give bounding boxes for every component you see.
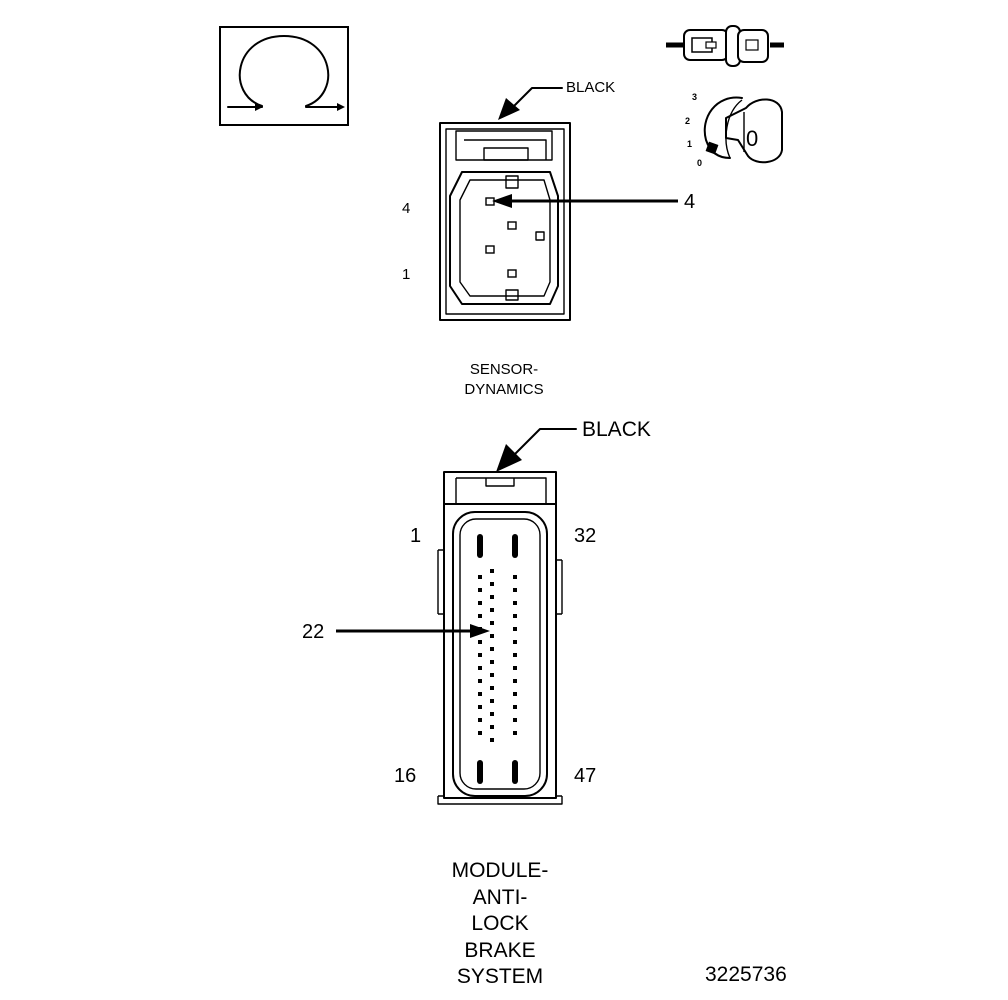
sensor-cavity-3 [507, 221, 517, 230]
abs-title-line: ANTI- [472, 885, 528, 909]
abs-module-connector: BLACK [302, 418, 651, 805]
abs-terminal-1 [477, 534, 483, 558]
key-scale-1: 1 [687, 139, 692, 149]
abs-color-label: BLACK [582, 418, 651, 441]
inline-connector-icon [666, 25, 784, 67]
abs-title-line: LOCK [471, 912, 529, 935]
key-position-value: 0 [746, 126, 758, 151]
key-scale-2: 2 [685, 116, 690, 126]
abs-terminal-32 [512, 534, 518, 558]
key-scale-3: 3 [692, 92, 697, 102]
sensor-cavity-4 [485, 197, 495, 206]
abs-terminal-47 [512, 760, 518, 784]
abs-corner-47: 47 [574, 765, 596, 787]
sensor-title-line: DYNAMICS [464, 381, 544, 398]
abs-callout-label: 22 [302, 621, 324, 643]
ignition-key-icon: 3 2 1 0 0 [685, 92, 783, 168]
sensor-callout-label: 4 [684, 191, 695, 213]
abs-corner-32: 32 [574, 525, 596, 547]
abs-title-line: BRAKE [464, 938, 536, 962]
omega-loop-icon [219, 26, 349, 126]
abs-terminal-16 [477, 760, 483, 784]
figure-number: 3225736 [705, 963, 787, 986]
abs-corner-1: 1 [410, 525, 421, 547]
abs-title-line: SYSTEM [456, 965, 544, 988]
sensor-title-line: SENSOR- [469, 361, 539, 378]
sensor-cavity-label-top: 4 [402, 200, 410, 217]
abs-title-line: MODULE- [451, 859, 549, 882]
abs-pin-column-right [513, 575, 517, 735]
sensor-color-label: BLACK [566, 79, 615, 96]
sensor-cavity-2 [485, 245, 495, 254]
abs-corner-16: 16 [394, 765, 416, 787]
sensor-dynamics-connector: BLACK 4 1 4 [402, 79, 695, 321]
abs-connector-title: MODULE- ANTI- LOCK BRAKE SYSTEM [380, 858, 620, 991]
sensor-cavity-1 [507, 269, 517, 278]
sensor-connector-title: SENSOR- DYNAMICS [404, 360, 604, 400]
key-scale-0: 0 [697, 158, 702, 168]
abs-pin-column-left-b [490, 569, 494, 742]
sensor-cavity-label-bottom: 1 [402, 266, 410, 283]
